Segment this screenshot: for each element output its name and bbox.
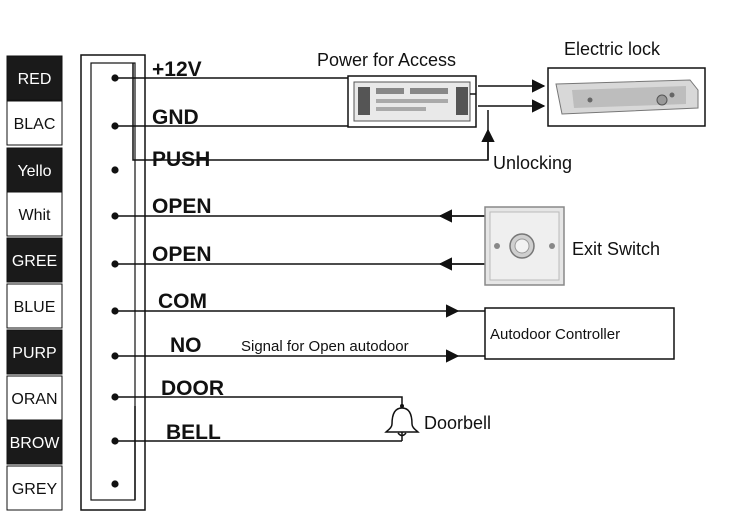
wire-color-label: BLUE	[14, 299, 56, 316]
power-title: Power for Access	[317, 50, 456, 70]
wire-color-tab	[6, 100, 63, 146]
terminal-block	[80, 54, 146, 511]
autodoor-controller-label: Autodoor Controller	[490, 326, 620, 343]
wire-color-tab	[6, 147, 63, 193]
wire-door	[115, 396, 403, 412]
wire-color-label: ORAN	[11, 391, 57, 408]
lock-title: Electric lock	[564, 39, 661, 59]
wire-color-label: BLAC	[14, 116, 56, 133]
wire-color-label: PURP	[12, 345, 56, 362]
wire-color-tab	[6, 283, 63, 329]
label-12v: +12V	[152, 58, 202, 81]
unlocking-label: Unlocking	[493, 153, 572, 173]
wire-color-label: GREE	[12, 253, 57, 270]
wire-color-tab	[6, 419, 63, 465]
label-open-2: OPEN	[152, 243, 212, 266]
label-bell: BELL	[166, 421, 221, 444]
autodoor-controller-box	[484, 307, 675, 360]
power-supply-unit	[347, 75, 477, 128]
wire-color-label: Yello	[17, 163, 51, 180]
label-push: PUSH	[152, 148, 210, 171]
label-com: COM	[158, 290, 207, 313]
wire-color-label: GREY	[12, 481, 58, 498]
label-door: DOOR	[161, 377, 224, 400]
label-open-1: OPEN	[152, 195, 212, 218]
terminal-dots	[111, 74, 119, 488]
doorbell-label: Doorbell	[424, 413, 491, 433]
wire-color-tab	[6, 465, 63, 511]
signal-note: Signal for Open autodoor	[241, 338, 409, 355]
exit-switch-label: Exit Switch	[572, 239, 660, 259]
electric-lock	[547, 67, 706, 127]
wire-color-label: BROW	[10, 435, 61, 452]
wire-color-tab	[6, 191, 63, 237]
terminal-dot	[111, 480, 119, 488]
wire-color-tab	[6, 55, 63, 101]
wire-color-tab	[6, 375, 63, 421]
label-gnd: GND	[152, 106, 199, 129]
bell-icon	[384, 404, 420, 437]
wire-color-label: RED	[18, 71, 52, 88]
label-no: NO	[170, 334, 202, 357]
wire-color-tab	[6, 329, 63, 375]
wire-color-tab	[6, 237, 63, 283]
terminal-block-inner	[90, 62, 136, 501]
exit-switch-button	[484, 206, 565, 286]
terminal-dot	[111, 166, 119, 174]
wire-color-label: Whit	[19, 207, 52, 224]
